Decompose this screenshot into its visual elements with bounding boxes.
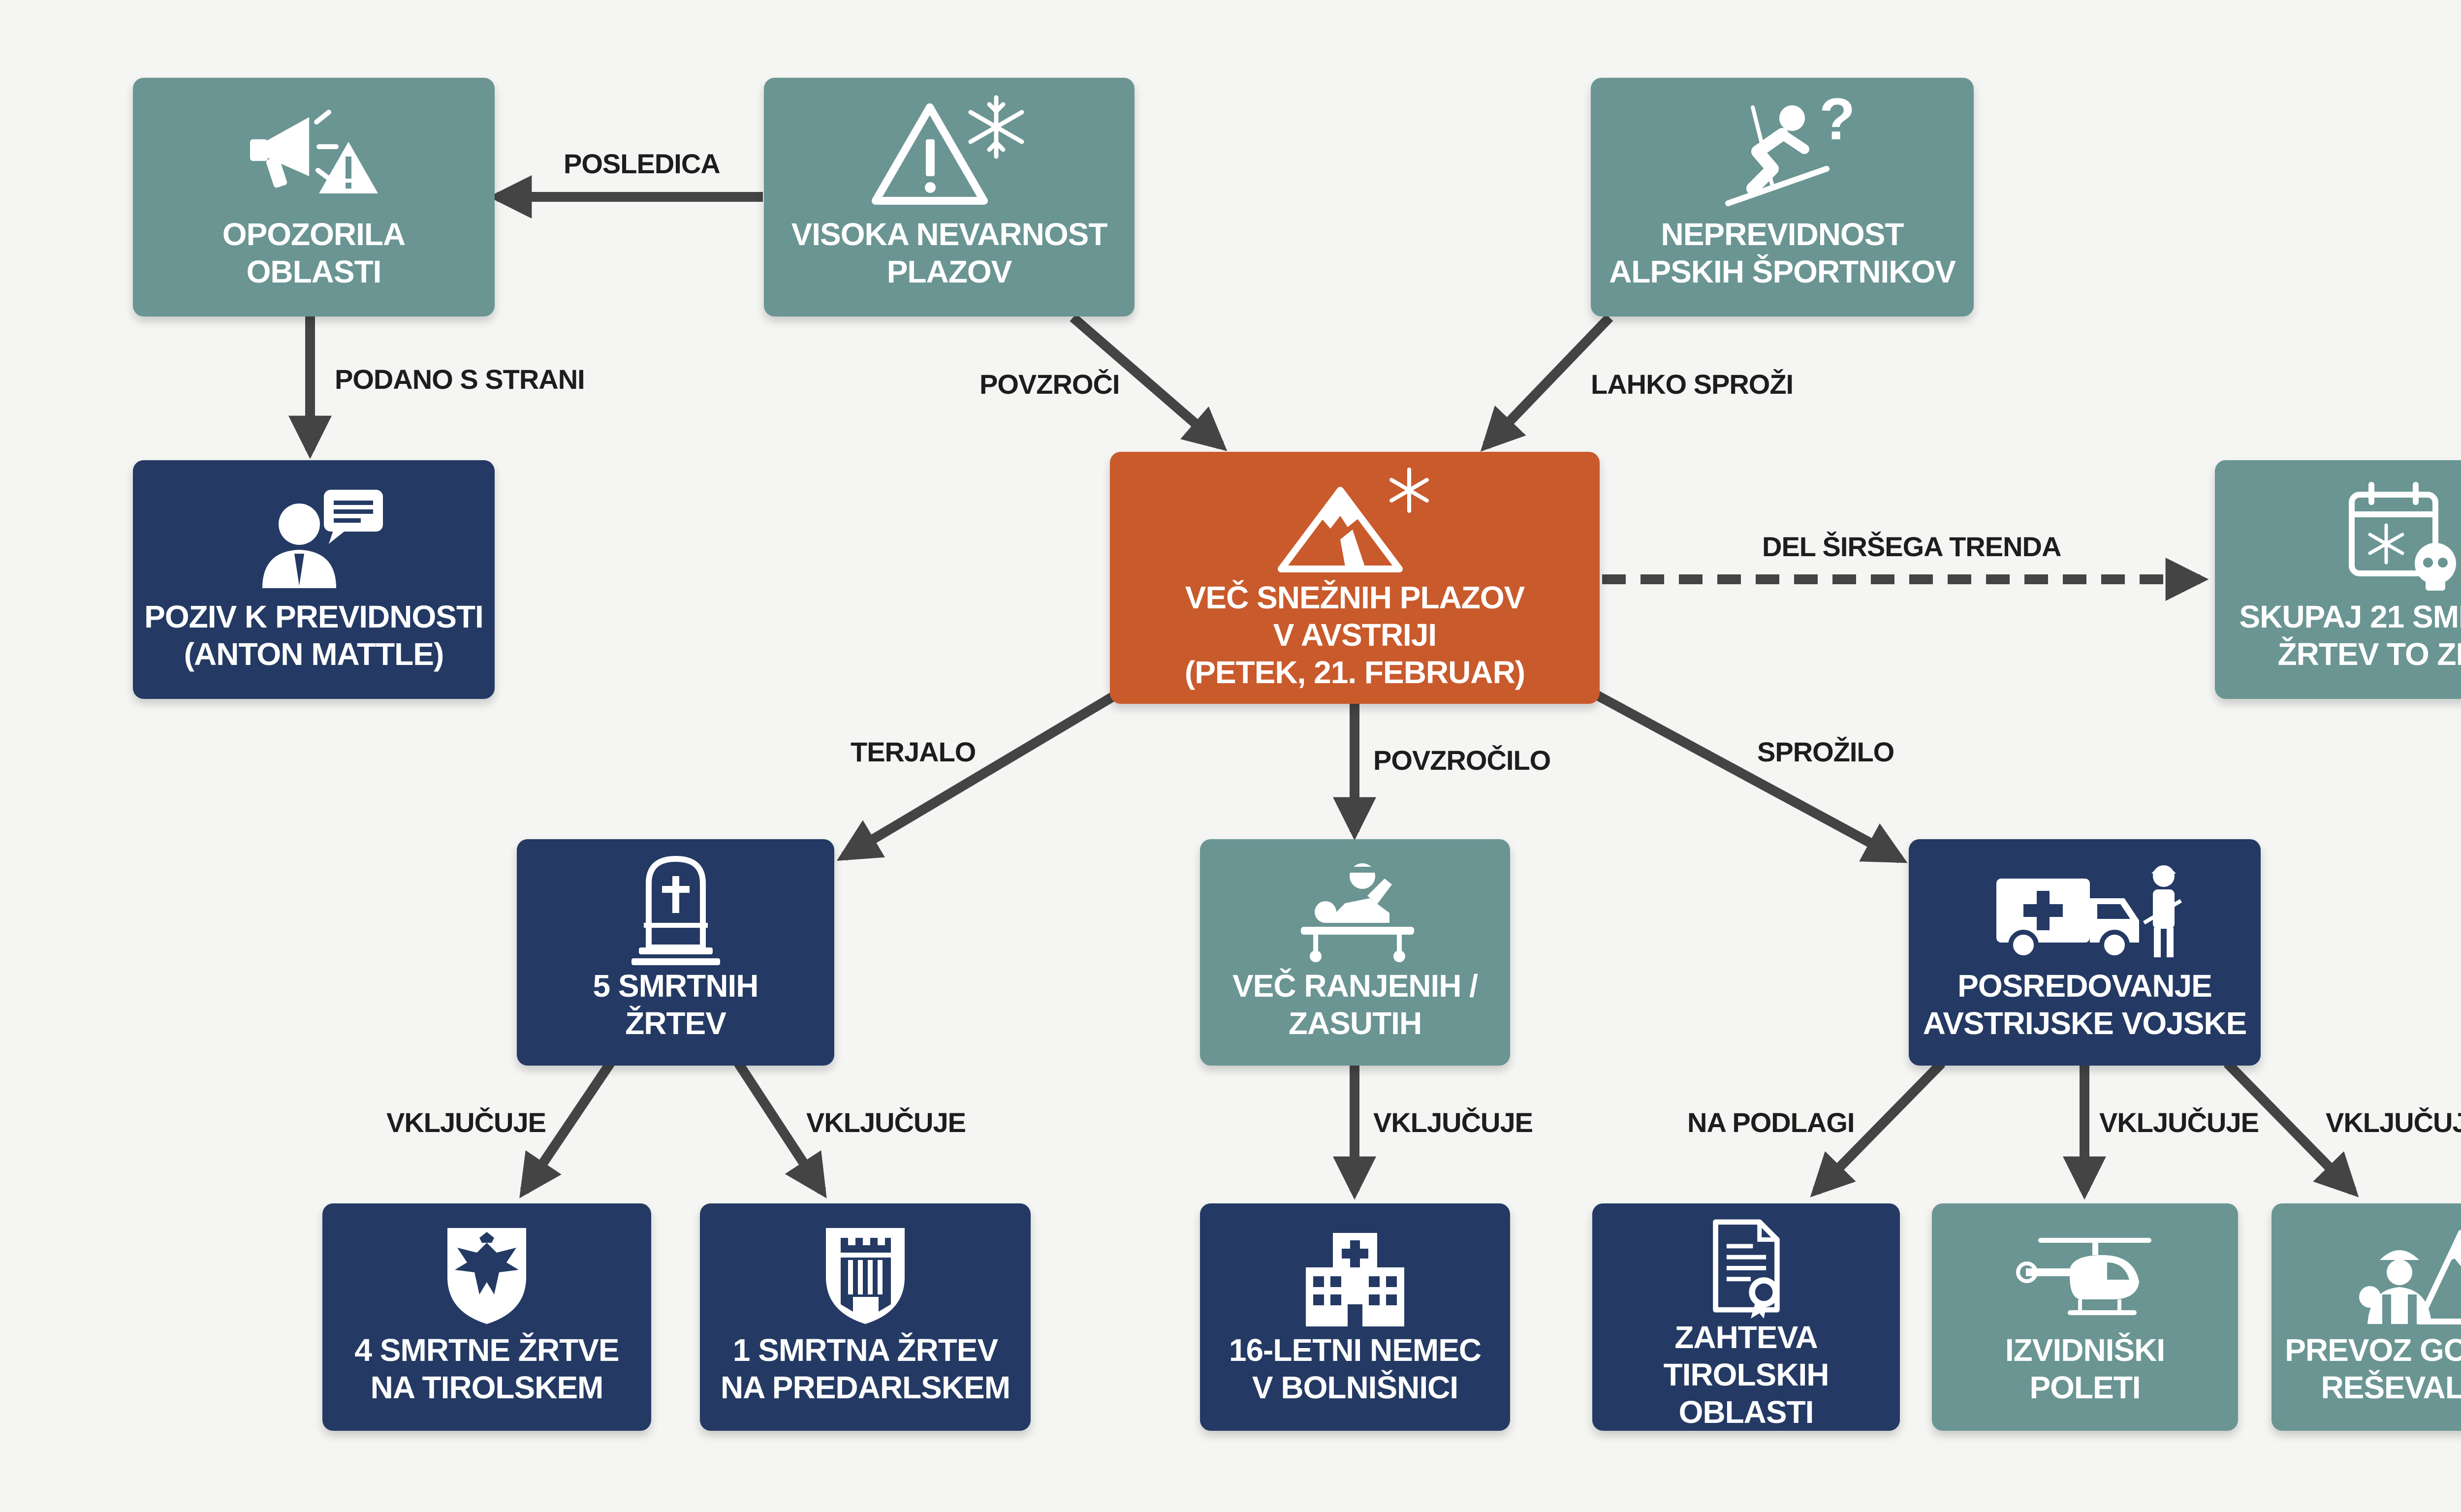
edge-label-sprozilo: SPROŽILO [1757,736,1894,767]
hospital-icon [1306,1233,1404,1326]
tyrol-coat-of-arms-icon [447,1228,526,1324]
edge-label-povzrocilo: POVZROČILO [1373,745,1551,776]
node-poleti: IZVIDNIŠKI POLETI [1932,1203,2238,1431]
node-prevoz: PREVOZ GORSKIH REŠEVALCEV [2272,1203,2461,1431]
node-poziv: POZIV K PREVIDNOSTI (ANTON MATTLE) [133,460,495,699]
edge-label-vkljucuje4: VKLJUČUJE [2099,1107,2259,1138]
edge-label-podano: PODANO S STRANI [335,364,585,395]
rescuer-mountain-icon [2359,1230,2461,1324]
node-skupaj: SKUPAJ 21 SMRTNIH ŽRTEV TO ZIMO [2215,460,2461,699]
node-label: PREVOZ GORSKIH REŠEVALCEV [2285,1332,2461,1405]
node-ranjenih: VEČ RANJENIH / ZASUTIH [1200,839,1510,1066]
node-nemec: 16-LETNI NEMEC V BOLNIŠNICI [1200,1203,1510,1431]
edge-label-vkljucuje2: VKLJUČUJE [806,1107,966,1138]
arrow-vkljucuje2 [734,1060,827,1198]
edge-label-vkljucuje5: VKLJUČUJE [2326,1107,2461,1138]
arrow-vkljucuje5 [2223,1059,2359,1197]
arrow-sprozilo [1592,690,1908,863]
arrow-napodlagi [1810,1059,1946,1197]
node-opozorila-oblasti: OPOZORILA OBLASTI [133,78,495,316]
node-label: IZVIDNIŠKI POLETI [2005,1332,2165,1405]
edge-label-vkljucuje1: VKLJUČUJE [386,1107,546,1138]
node-neprevidnost: ? NEPREVIDNOST ALPSKIH ŠPORTNIKOV [1591,78,1974,316]
svg-text:?: ? [1819,88,1855,152]
megaphone-warning-icon [250,110,378,193]
node-label: 1 SMRTNA ŽRTEV NA PREDARLSKEM [720,1332,1010,1405]
node-predarlskem: 1 SMRTNA ŽRTEV NA PREDARLSKEM [700,1203,1031,1431]
skier-question-icon: ? [1725,88,1855,206]
node-label: VEČ RANJENIH / ZASUTIH [1232,968,1478,1041]
node-center-event: VEČ SNEŽNIH PLAZOV V AVSTRIJI (PETEK, 21… [1110,452,1600,704]
node-label: 5 SMRTNIH ŽRTEV [593,968,759,1041]
speaker-person-icon [262,490,383,588]
node-label: 4 SMRTNE ŽRTVE NA TIROLSKEM [354,1332,619,1405]
edge-label-del: DEL ŠIRŠEGA TRENDA [1762,531,2061,562]
injured-stretcher-icon [1301,863,1414,962]
node-tirolskem: 4 SMRTNE ŽRTVE NA TIROLSKEM [322,1203,651,1431]
arrow-vkljucuje1 [519,1060,615,1198]
warning-snowflake-icon [871,95,1024,205]
node-label: POSREDOVANJE AVSTRIJSKE VOJSKE [1923,968,2247,1041]
edge-label-terjalo: TERJALO [851,736,976,767]
edge-label-posledica: POSLEDICA [564,148,721,179]
node-label: NEPREVIDNOST ALPSKIH ŠPORTNIKOV [1609,217,1956,289]
arrow-lahko [1480,314,1613,452]
edge-label-napodlagi: NA PODLAGI [1687,1107,1855,1138]
node-zahteva: ZAHTEVA TIROLSKIH OBLASTI [1592,1203,1900,1431]
edge-label-vkljucuje3: VKLJUČUJE [1373,1107,1533,1138]
ambulance-soldier-icon [1996,865,2182,960]
node-vojska: POSREDOVANJE AVSTRIJSKE VOJSKE [1909,839,2261,1066]
node-visoka-nevarnost: VISOKA NEVARNOST PLAZOV [764,78,1135,316]
vorarlberg-coat-of-arms-icon [826,1228,905,1324]
edge-label-povzroci: POVZROČI [979,369,1120,400]
avalanche-mountain-icon [1277,468,1429,572]
node-label: OPOZORILA OBLASTI [222,217,406,289]
edge-label-lahko: LAHKO SPROŽI [1591,369,1794,400]
gravestone-icon [631,855,720,965]
node-label: POZIV K PREVIDNOSTI (ANTON MATTLE) [144,599,484,672]
node-label: 16-LETNI NEMEC V BOLNIŠNICI [1229,1332,1482,1405]
node-label: SKUPAJ 21 SMRTNIH ŽRTEV TO ZIMO [2239,599,2461,672]
node-smrtnih-5: 5 SMRTNIH ŽRTEV [517,839,834,1066]
arrow-povzroci [1070,314,1228,451]
calendar-skull-icon [2348,482,2456,591]
node-label: VEČ SNEŽNIH PLAZOV V AVSTRIJI (PETEK, 21… [1184,580,1525,690]
arrow-terjalo [836,690,1120,861]
node-label: VISOKA NEVARNOST PLAZOV [791,217,1108,289]
node-label: ZAHTEVA TIROLSKIH OBLASTI [1663,1320,1830,1430]
document-seal-icon [1712,1219,1780,1319]
helicopter-icon [2016,1238,2151,1315]
